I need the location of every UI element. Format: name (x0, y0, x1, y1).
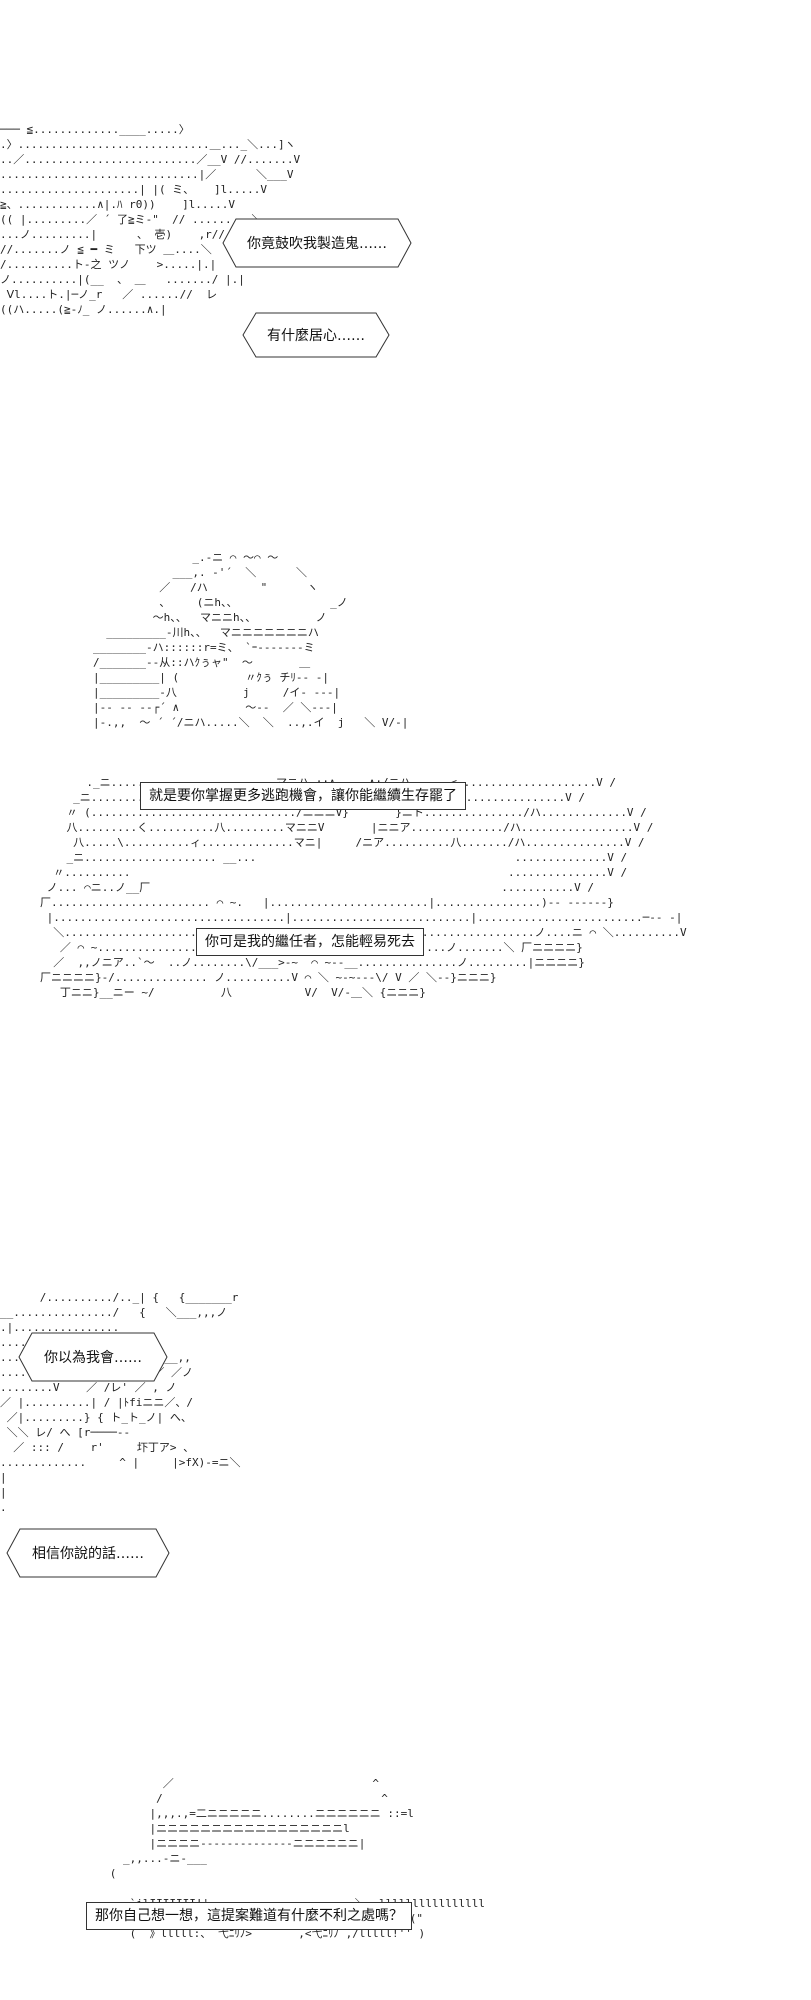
speech-bubble-1: 你竟鼓吹我製造鬼…… (222, 218, 412, 268)
caption-box-1: 就是要你掌握更多逃跑機會，讓你能繼續生存罷了 (140, 782, 466, 810)
bubble-text-3: 你以為我會…… (44, 1350, 142, 1366)
bubble-text-1: 你竟鼓吹我製造鬼…… (247, 236, 387, 252)
panel-4: ／ ^ / ^ |,,,.,=二ニニニニニ........ニニニニニニ ::=l… (0, 1770, 811, 2000)
bubble-outline-icon (242, 312, 390, 358)
panel-3: /........../.._| { {_______r __.........… (0, 1290, 811, 1620)
bubble-outline-icon (6, 1528, 170, 1578)
ascii-art-character-1: ─── ≦.............____.....〉 .〉.........… (0, 123, 301, 316)
bubble-outline-icon (18, 1332, 168, 1382)
speech-bubble-2: 有什麼居心…… (242, 312, 390, 358)
bubble-text-2: 有什麼居心…… (267, 328, 365, 344)
speech-bubble-4: 相信你說的話…… (6, 1528, 170, 1578)
caption-box-3: 那你自己想一想，這提案難道有什麼不利之處嗎？ (86, 1902, 412, 1930)
caption-box-2: 你可是我的繼任者，怎能輕易死去 (196, 928, 424, 956)
speech-bubble-3: 你以為我會…… (18, 1332, 168, 1382)
panel-1: ─── ≦.............____.....〉 .〉.........… (0, 0, 811, 400)
bubble-text-4: 相信你說的話…… (32, 1546, 144, 1562)
bubble-outline-icon (222, 218, 412, 268)
ascii-art-character-2: _.-ニ ⌒ ～⌒ ～ ___,. ‐'´ ＼ ＼ ／ /ハ " ヽ 、 (ニh… (40, 551, 687, 999)
panel-2: _.-ニ ⌒ ～⌒ ～ ___,. ‐'´ ＼ ＼ ／ /ハ " ヽ 、 (ニh… (0, 540, 811, 1120)
ascii-art-character-3: /........../.._| { {_______r __.........… (0, 1291, 241, 1514)
